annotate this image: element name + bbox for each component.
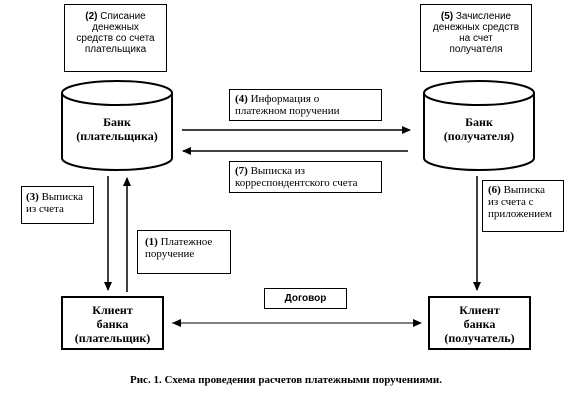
step-5-line-3: на счет (459, 33, 493, 44)
step-4-line-1: Информация о (250, 93, 320, 105)
step-4-info-box: (4) Информация о платежном поручении (229, 89, 382, 121)
step-1-payment-order-box: (1) Платежное поручение (137, 230, 231, 274)
client-recipient-line-1: Клиент (459, 303, 500, 317)
client-recipient-line-2: банка (463, 317, 496, 331)
client-recipient-box: Клиент банка (получатель) (428, 296, 531, 350)
step-1-line-1: Платежное (160, 236, 213, 248)
contract-box: Договор (264, 288, 347, 309)
step-5-line-4: получателя (449, 44, 503, 55)
step-6-line-1: Выписка (503, 184, 546, 196)
contract-label: Договор (284, 293, 327, 304)
client-recipient-line-3: (получатель) (444, 331, 515, 345)
step-7-line-1: Выписка из (250, 165, 306, 177)
step-2-line-3: средств со счета (76, 33, 155, 44)
bank-recipient-title: Банк (465, 115, 493, 129)
bank-recipient-cylinder (423, 80, 535, 171)
step-6-line-3: приложением (488, 208, 552, 220)
bank-payer-cylinder (61, 80, 173, 171)
client-payer-line-1: Клиент (92, 303, 133, 317)
step-6-number: (6) (488, 184, 501, 196)
step-3-statement-box: (3) Выписка из счета (21, 186, 94, 224)
client-payer-line-2: банка (96, 317, 129, 331)
bank-payer-title: Банк (103, 115, 131, 129)
step-2-line-4: плательщика (84, 44, 147, 55)
step-5-line-2: денежных средств (432, 22, 520, 33)
step-1-line-2: поручение (145, 248, 195, 260)
step-7-statement-box: (7) Выписка из корреспондентского счета (229, 161, 382, 193)
client-payer-box: Клиент банка (плательщик) (61, 296, 164, 350)
step-6-statement-box: (6) Выписка из счета с приложением (482, 180, 564, 232)
step-3-number: (3) (26, 191, 39, 203)
step-5-line-1: Зачисление (455, 11, 512, 22)
contract-arrowhead-left (172, 319, 181, 327)
step-2-line-1: Списание (100, 11, 146, 22)
step-6-line-2: из счета с (488, 196, 534, 208)
step-2-debit-box: (2) Списание денежных средств со счета п… (64, 4, 167, 72)
client-payer-line-3: (плательщик) (74, 331, 151, 345)
bank-payer-subtitle: (плательщика) (76, 129, 158, 143)
step-5-credit-box: (5) Зачисление денежных средств на счет … (420, 4, 532, 72)
bank-payer-label: Банк (плательщика) (62, 115, 172, 143)
step-5-number: (5) (440, 11, 454, 22)
figure-caption: Рис. 1. Схема проведения расчетов платеж… (130, 374, 442, 386)
step-3-line-2: из счета (26, 203, 64, 215)
bank-recipient-subtitle: (получателя) (443, 129, 515, 143)
step-4-number: (4) (235, 93, 248, 105)
step-7-number: (7) (235, 165, 248, 177)
step-2-number: (2) (85, 11, 98, 22)
step-7-line-2: корреспондентского счета (235, 177, 358, 189)
bank-recipient-label: Банк (получателя) (424, 115, 534, 143)
step-3-line-1: Выписка (41, 191, 84, 203)
step-2-line-2: денежных (92, 22, 139, 33)
step-4-line-2: платежном поручении (235, 105, 340, 117)
step-1-number: (1) (145, 236, 158, 248)
